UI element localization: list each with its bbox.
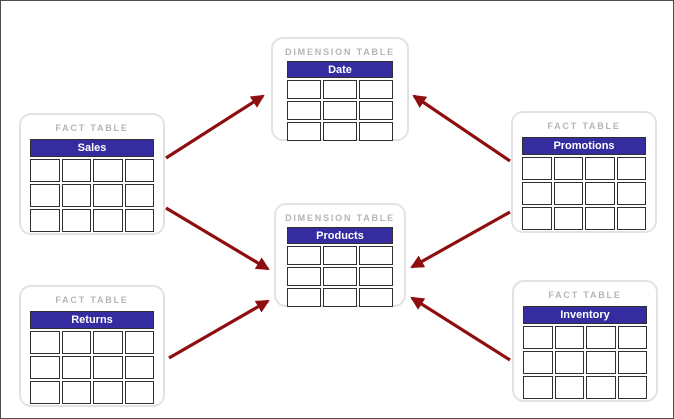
table-cell	[287, 80, 321, 99]
table-cell	[586, 351, 616, 374]
table-cell	[61, 159, 91, 182]
table-cell	[359, 80, 393, 99]
table-cell	[124, 331, 154, 354]
table-cell	[523, 376, 553, 399]
table-cell	[61, 381, 91, 404]
table-cell	[553, 207, 583, 230]
table-cell	[323, 267, 357, 286]
table-cell	[30, 209, 60, 232]
table-cell	[359, 101, 393, 120]
table-cell	[617, 351, 647, 374]
table-cell	[554, 351, 584, 374]
arrow-returns-to-products	[168, 299, 270, 360]
card-category-label: FACT TABLE	[55, 295, 129, 305]
table-cell	[30, 159, 60, 182]
table-cell	[287, 246, 321, 265]
table-cell	[93, 209, 123, 232]
card-category-label: DIMENSION TABLE	[285, 47, 395, 57]
table-cell	[553, 182, 583, 205]
table-cell	[554, 376, 584, 399]
card-category-label: FACT TABLE	[55, 123, 129, 133]
table-cell	[616, 182, 646, 205]
table-cell	[522, 207, 552, 230]
table-cell	[93, 159, 123, 182]
arrow-sales-to-products	[165, 206, 270, 271]
table-cell	[522, 157, 552, 180]
table-cell	[359, 122, 393, 141]
arrow-sales-to-date	[165, 94, 265, 160]
table-cell	[586, 326, 616, 349]
table-cell	[287, 288, 321, 307]
table-cell	[30, 331, 60, 354]
table-cell	[30, 381, 60, 404]
fact-table-card-inventory: FACT TABLE Inventory	[512, 280, 658, 402]
table-cell	[522, 182, 552, 205]
table-title-products: Products	[287, 227, 393, 244]
table-cell	[617, 376, 647, 399]
table-cell	[523, 351, 553, 374]
table-cell	[61, 356, 91, 379]
table-title-sales: Sales	[30, 139, 154, 157]
table-cell	[323, 101, 357, 120]
table-cell	[617, 326, 647, 349]
table-cell	[61, 331, 91, 354]
table-cell	[523, 326, 553, 349]
table-title-date: Date	[287, 61, 393, 78]
card-category-label: FACT TABLE	[548, 290, 622, 300]
table-cell	[30, 184, 60, 207]
table-returns: Returns	[30, 311, 154, 404]
table-title-inventory: Inventory	[523, 306, 647, 324]
fact-table-card-sales: FACT TABLE Sales	[19, 113, 165, 235]
table-title-returns: Returns	[30, 311, 154, 329]
table-cell	[93, 356, 123, 379]
table-cell	[323, 122, 357, 141]
table-cell	[287, 101, 321, 120]
dimension-table-card-date: DIMENSION TABLE Date	[271, 37, 409, 141]
table-cell	[61, 184, 91, 207]
table-promotions: Promotions	[522, 137, 646, 230]
fact-table-card-returns: FACT TABLE Returns	[19, 285, 165, 407]
table-title-promotions: Promotions	[522, 137, 646, 155]
table-cell	[554, 326, 584, 349]
table-cell	[553, 157, 583, 180]
table-cell	[287, 122, 321, 141]
table-cell	[124, 356, 154, 379]
card-category-label: DIMENSION TABLE	[285, 213, 395, 223]
table-cell	[359, 288, 393, 307]
table-cell	[359, 267, 393, 286]
table-inventory: Inventory	[523, 306, 647, 399]
card-category-label: FACT TABLE	[547, 121, 621, 131]
arrow-promotions-to-date	[412, 94, 511, 163]
table-cell	[323, 288, 357, 307]
table-cell	[124, 209, 154, 232]
arrow-promotions-to-products	[410, 210, 511, 269]
table-cell	[323, 80, 357, 99]
arrow-inventory-to-products	[410, 296, 511, 362]
table-cell	[585, 182, 615, 205]
table-cell	[586, 376, 616, 399]
table-sales: Sales	[30, 139, 154, 232]
table-cell	[61, 209, 91, 232]
table-cell	[124, 381, 154, 404]
table-cell	[30, 356, 60, 379]
fact-table-card-promotions: FACT TABLE Promotions	[511, 111, 657, 233]
table-cell	[616, 157, 646, 180]
table-cell	[359, 246, 393, 265]
table-date: Date	[287, 61, 393, 141]
table-cell	[93, 184, 123, 207]
dimension-table-card-products: DIMENSION TABLE Products	[274, 203, 406, 307]
table-cell	[616, 207, 646, 230]
table-products: Products	[287, 227, 393, 307]
table-cell	[124, 184, 154, 207]
table-cell	[124, 159, 154, 182]
table-cell	[287, 267, 321, 286]
table-cell	[585, 207, 615, 230]
table-cell	[585, 157, 615, 180]
table-cell	[93, 381, 123, 404]
table-cell	[93, 331, 123, 354]
table-cell	[323, 246, 357, 265]
